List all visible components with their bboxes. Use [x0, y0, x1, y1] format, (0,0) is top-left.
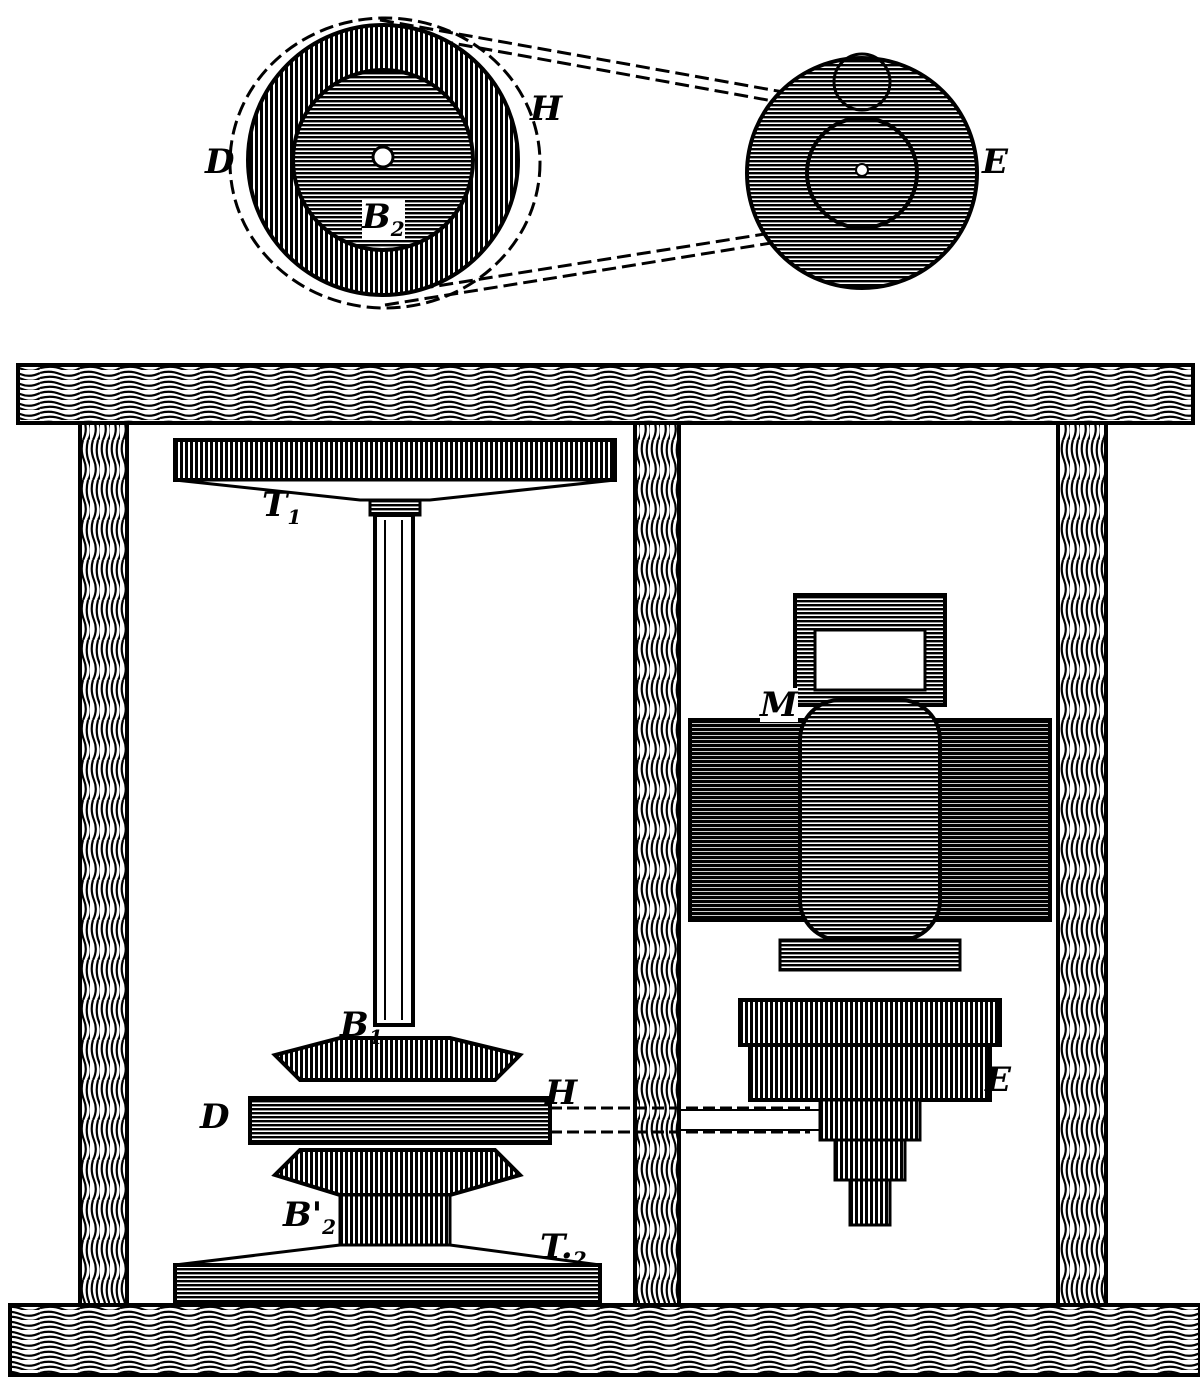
coil-right [933, 718, 1052, 922]
armature [798, 698, 942, 942]
label-lower-bevel-b2: B'2 [283, 1198, 336, 1237]
label-pulley-e: E [985, 1060, 1011, 1100]
belt-side [550, 1106, 810, 1134]
label-subscript: 1 [368, 1024, 383, 1049]
top-beam [16, 363, 1195, 425]
disc [248, 1096, 552, 1145]
motor-assembly [688, 593, 1052, 1227]
lower-wheel [174, 1243, 601, 1267]
bottom-beam [8, 1303, 1200, 1377]
label-top-belt-h: H [530, 89, 563, 129]
upper-bevel [271, 1036, 524, 1082]
shaft [373, 513, 415, 1027]
label-subscript: 2 [572, 1246, 587, 1271]
label-text: T [262, 485, 288, 525]
pulley-side [738, 998, 1002, 1047]
wooden-frame [8, 363, 1200, 1377]
label-subscript: 1 [287, 504, 302, 529]
belt-loop [228, 16, 542, 310]
vertical-shaft-assembly [173, 438, 821, 1305]
upper-wheel [173, 438, 617, 482]
label-top-gear-b2: B2 [362, 200, 405, 239]
label-motor-m: M [760, 685, 798, 725]
post-left [78, 421, 129, 1307]
top-view [228, 16, 979, 310]
label-text: T. [540, 1227, 573, 1267]
label-text: B [362, 197, 391, 237]
post-right [1056, 421, 1108, 1307]
coil-left [688, 718, 807, 922]
label-upper-wheel-t1: T1 [262, 488, 301, 527]
label-upper-bevel-b1: B1 [340, 1008, 383, 1047]
post-middle [633, 421, 681, 1307]
label-text: B [340, 1005, 369, 1045]
label-top-pulley-e: E [982, 142, 1008, 182]
label-disc-d: D [200, 1097, 230, 1137]
lower-bevel [271, 1148, 524, 1197]
label-text: B' [283, 1195, 323, 1235]
label-subscript: 2 [390, 216, 405, 241]
label-subscript: 2 [322, 1214, 337, 1239]
label-belt-h: H [545, 1073, 578, 1113]
label-lower-wheel-t2: T.2 [540, 1230, 587, 1269]
label-top-belt-d: D [205, 142, 235, 182]
axle [371, 145, 395, 169]
